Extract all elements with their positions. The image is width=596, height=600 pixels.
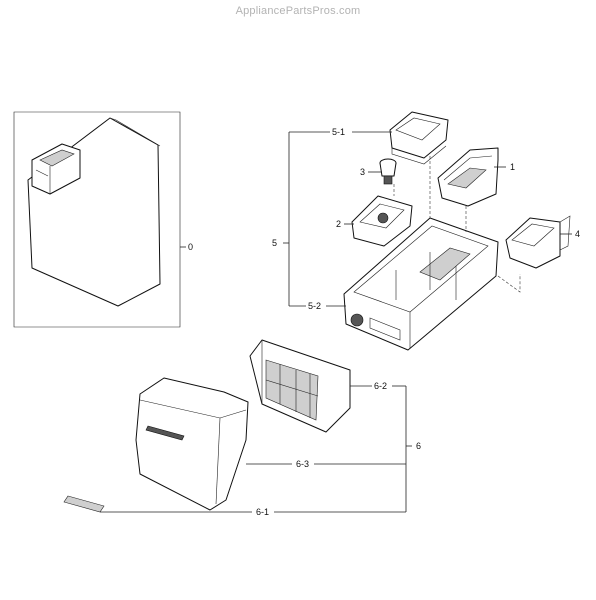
part-1-softener-cup[interactable] bbox=[437, 147, 499, 207]
part-0-dispenser-assembly[interactable] bbox=[13, 111, 181, 328]
callout-6-3: 6-3 bbox=[296, 459, 309, 469]
callout-3: 3 bbox=[360, 167, 365, 177]
callout-6-1: 6-1 bbox=[256, 507, 269, 517]
watermark: AppliancePartsPros.com bbox=[235, 5, 361, 17]
callout-labels: 0 1 2 3 4 5 5-1 5-2 6 6-1 6-2 6-3 bbox=[188, 127, 580, 517]
part-5-1-top-cup[interactable] bbox=[389, 111, 449, 165]
part-6-1-handle-insert[interactable] bbox=[63, 495, 105, 513]
callout-6: 6 bbox=[416, 441, 421, 451]
part-6-2-drawer-frame[interactable] bbox=[249, 339, 351, 433]
callout-5: 5 bbox=[272, 238, 277, 248]
part-6-3-drawer-panel[interactable] bbox=[135, 377, 249, 511]
part-5-2-housing[interactable] bbox=[343, 217, 499, 351]
part-2-detergent-cup[interactable] bbox=[351, 195, 413, 247]
part-4-side-cup[interactable] bbox=[505, 215, 571, 269]
callout-4: 4 bbox=[575, 229, 580, 239]
callout-0: 0 bbox=[188, 242, 193, 252]
callout-2: 2 bbox=[336, 219, 341, 229]
callout-6-2: 6-2 bbox=[374, 381, 387, 391]
leader-lines bbox=[100, 131, 572, 513]
callout-5-1: 5-1 bbox=[332, 127, 345, 137]
part-3-siphon-cap[interactable] bbox=[379, 158, 397, 185]
callout-1: 1 bbox=[510, 162, 515, 172]
callout-5-2: 5-2 bbox=[308, 301, 321, 311]
